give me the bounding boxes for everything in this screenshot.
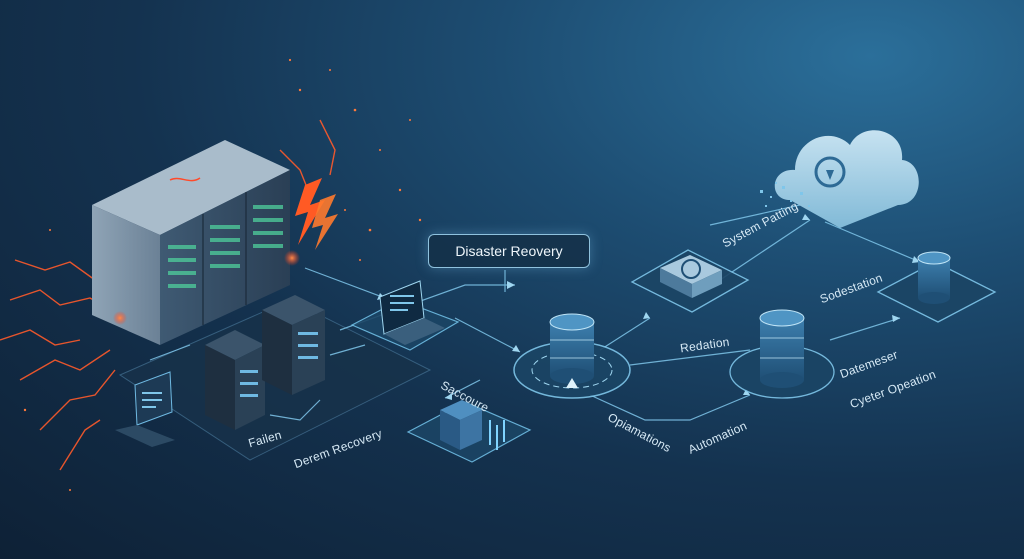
laptop-icon-left (115, 371, 175, 447)
cloud-icon (774, 130, 919, 228)
data-particles (760, 182, 810, 207)
server-rack-failed (92, 140, 290, 345)
diagram-title: Disaster Reovery (428, 234, 590, 268)
restore-device-node (630, 249, 750, 313)
database-node-far-right (876, 251, 997, 323)
database-node-right (729, 309, 835, 399)
laptop-node (350, 280, 460, 351)
backup-server-2 (262, 295, 325, 395)
damage-cracks (0, 119, 336, 471)
spark-particles (23, 58, 422, 491)
central-database-node (513, 313, 631, 399)
lightning-icon (113, 178, 338, 325)
backup-storage-node (406, 400, 532, 463)
backup-server-1 (205, 330, 265, 430)
